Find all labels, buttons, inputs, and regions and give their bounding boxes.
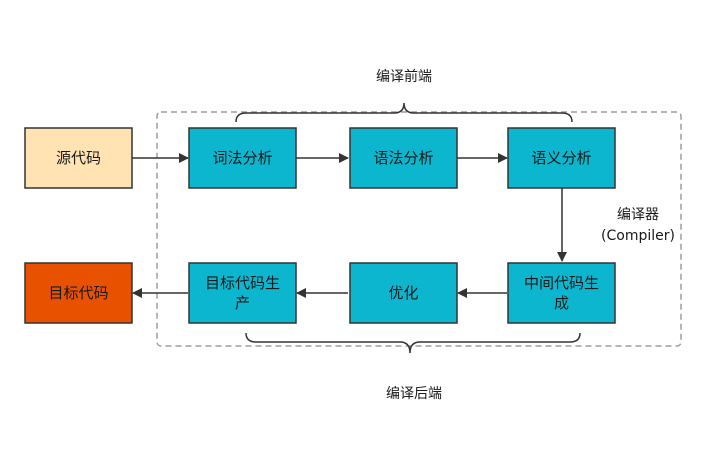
compiler-label: 编译器 [617, 207, 659, 223]
compiler-label-english: (Compiler) [601, 228, 675, 244]
svg-text:成: 成 [554, 294, 569, 312]
node-lexical-analysis: 词法分析 [188, 127, 297, 189]
node-target-code: 目标代码 [24, 262, 133, 324]
svg-text:语义分析: 语义分析 [531, 149, 591, 167]
svg-text:目标代码: 目标代码 [48, 284, 108, 302]
node-intermediate-code-generation: 中间代码生 成 [507, 262, 616, 324]
node-target-code-generation: 目标代码生 产 [188, 262, 297, 324]
frontend-label: 编译前端 [376, 68, 432, 85]
node-syntax-analysis: 语法分析 [349, 127, 458, 189]
svg-text:中间代码生: 中间代码生 [524, 274, 599, 292]
svg-text:词法分析: 词法分析 [212, 149, 272, 167]
node-source-code: 源代码 [24, 127, 133, 189]
svg-text:优化: 优化 [388, 284, 418, 302]
svg-text:产: 产 [235, 294, 250, 312]
compiler-boundary [156, 111, 682, 347]
node-semantic-analysis: 语义分析 [507, 127, 616, 189]
backend-brace [245, 332, 581, 354]
node-optimization: 优化 [349, 262, 458, 324]
svg-text:目标代码生: 目标代码生 [205, 274, 280, 292]
frontend-brace [235, 102, 573, 123]
svg-text:语法分析: 语法分析 [373, 149, 433, 167]
backend-label: 编译后端 [386, 386, 442, 402]
svg-text:源代码: 源代码 [56, 149, 101, 167]
